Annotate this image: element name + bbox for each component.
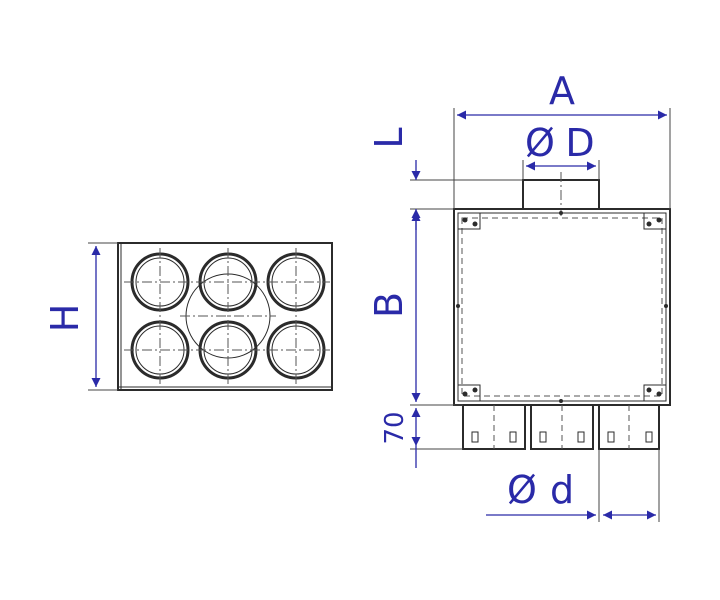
front-view: A Ø D L B 70 [367,69,671,522]
label-70: 70 [380,411,410,444]
dimension-70: 70 [380,408,463,468]
corner-brackets [457,212,667,402]
dimension-D: Ø D [522,121,600,180]
dimension-L: L [367,127,523,230]
dimension-A: A [453,69,671,209]
label-D: D [565,121,594,165]
dimension-d: Ø d [486,449,660,522]
outlet-panel-outline [117,242,333,391]
plenum-box [453,208,671,406]
dimension-H: H [43,242,118,391]
label-A: A [549,69,575,113]
label-B: B [367,292,411,318]
outlet-view: H [43,242,333,391]
bottom-spigots [462,404,660,450]
dimension-B: B [367,212,463,406]
label-L: L [367,127,411,148]
outlet-center-lines [124,248,330,385]
center-marks [456,211,668,403]
label-d: d [550,468,574,512]
label-d-symbol: Ø [507,468,537,512]
label-H: H [43,304,87,333]
label-D-symbol: Ø [525,121,555,165]
